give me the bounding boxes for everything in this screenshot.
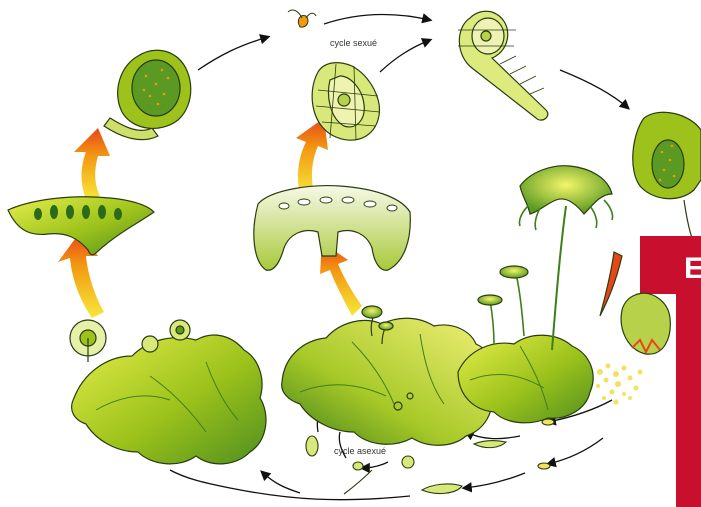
cycle-arrow-top-left	[198, 37, 268, 70]
mature-antheridium-icon	[104, 50, 191, 139]
cycle-asexual-label: cycle asexué	[334, 446, 386, 456]
gemma-3	[402, 456, 414, 468]
cycle-arrow-sexual	[380, 40, 430, 72]
cycle-sexual-label: cycle sexué	[330, 38, 377, 48]
thallus-left-icon	[70, 320, 266, 464]
sporophyte-icon	[633, 112, 701, 238]
spore-1	[542, 419, 554, 425]
spore-cloud-icon	[596, 364, 643, 405]
juvenile-thallus-2	[422, 484, 462, 494]
cycle-arrow-bottom-left	[262, 472, 300, 493]
section-badge: E	[640, 236, 701, 507]
cycle-arrow-top-right	[560, 70, 628, 108]
cycle-arrow-bottom-right	[548, 438, 603, 464]
rhizoid-line	[344, 470, 372, 494]
sperm-icon	[288, 10, 316, 27]
cycle-arrow-bottom-right-2	[464, 473, 525, 488]
badge-letter: E	[684, 252, 701, 285]
spore-2	[538, 463, 550, 469]
growth-arrow-left-upper	[74, 128, 110, 200]
gemma-cup-icon	[70, 320, 106, 362]
gemma-2	[353, 462, 363, 470]
cycle-arrow-asexual-4	[362, 462, 388, 468]
gemma-1	[306, 436, 318, 456]
archegonium-icon	[458, 11, 548, 120]
archegoniophore-icon	[478, 166, 613, 350]
cycle-arrow-bottom	[170, 470, 410, 500]
growth-arrow-center-upper	[296, 118, 328, 196]
thallus-right-icon	[458, 166, 613, 423]
juvenile-thallus-1	[474, 441, 506, 448]
cycle-arrow-top	[324, 14, 430, 24]
